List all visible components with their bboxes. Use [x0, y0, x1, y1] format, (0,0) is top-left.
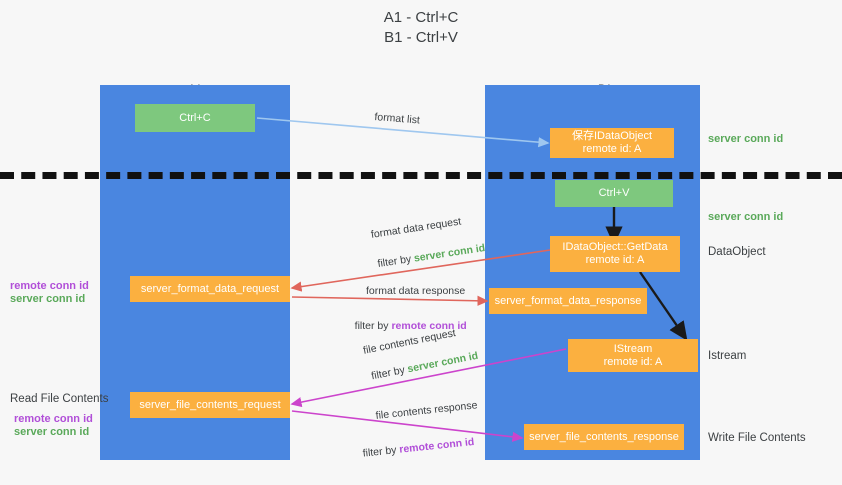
filter-value-server-conn-id: server conn id — [406, 349, 480, 376]
box-idataobject-getdata[interactable]: IDataObject::GetData remote id: A — [550, 236, 680, 272]
label-dataobject: DataObject — [708, 246, 766, 258]
label-server-conn-id-top: server conn id — [708, 133, 784, 145]
arrow-label-format-data-response-filter: filter by remote conn id — [343, 305, 467, 347]
filter-prefix: filter by — [354, 320, 392, 332]
filter-prefix: filter by — [376, 252, 415, 270]
box-server-format-data-response[interactable]: server_format_data_response — [489, 288, 647, 314]
filter-value-remote-conn-id: remote conn id — [391, 320, 467, 332]
box-save-idataobject[interactable]: 保存IDataObject remote id: A — [550, 128, 674, 158]
box-server-format-data-request[interactable]: server_format_data_request — [130, 276, 290, 302]
filter-prefix: filter by — [362, 443, 400, 460]
phase-divider — [0, 172, 842, 179]
filter-prefix: filter by — [370, 363, 409, 383]
box-istream[interactable]: IStream remote id: A — [568, 339, 698, 372]
arrow-label-format-data-response: format data response — [366, 285, 466, 297]
filter-value-remote-conn-id: remote conn id — [398, 435, 475, 456]
box-ctrl-v[interactable]: Ctrl+V — [555, 180, 673, 207]
label-remote-conn-id-1: remote conn id — [10, 280, 89, 292]
filter-value-server-conn-id: server conn id — [413, 242, 486, 265]
arrow-label-file-contents-response-filter: filter by remote conn id — [349, 421, 476, 476]
label-remote-conn-id-2: remote conn id — [14, 413, 93, 425]
box-server-file-contents-request[interactable]: server_file_contents_request — [130, 392, 290, 418]
arrow-label-format-list: format list — [373, 110, 421, 127]
box-ctrl-c[interactable]: Ctrl+C — [135, 104, 255, 132]
label-server-conn-id-2: server conn id — [14, 426, 90, 438]
label-server-conn-id-mid: server conn id — [708, 211, 784, 223]
box-server-file-contents-response[interactable]: server_file_contents_response — [524, 424, 684, 450]
label-read-file-contents: Read File Contents — [10, 393, 109, 405]
label-write-file-contents: Write File Contents — [708, 432, 806, 444]
arrow-label-file-contents-response: file contents response — [375, 399, 478, 422]
page-title: A1 - Ctrl+C B1 - Ctrl+V — [383, 9, 459, 46]
label-server-conn-id-1: server conn id — [10, 293, 86, 305]
label-istream: Istream — [708, 350, 747, 362]
